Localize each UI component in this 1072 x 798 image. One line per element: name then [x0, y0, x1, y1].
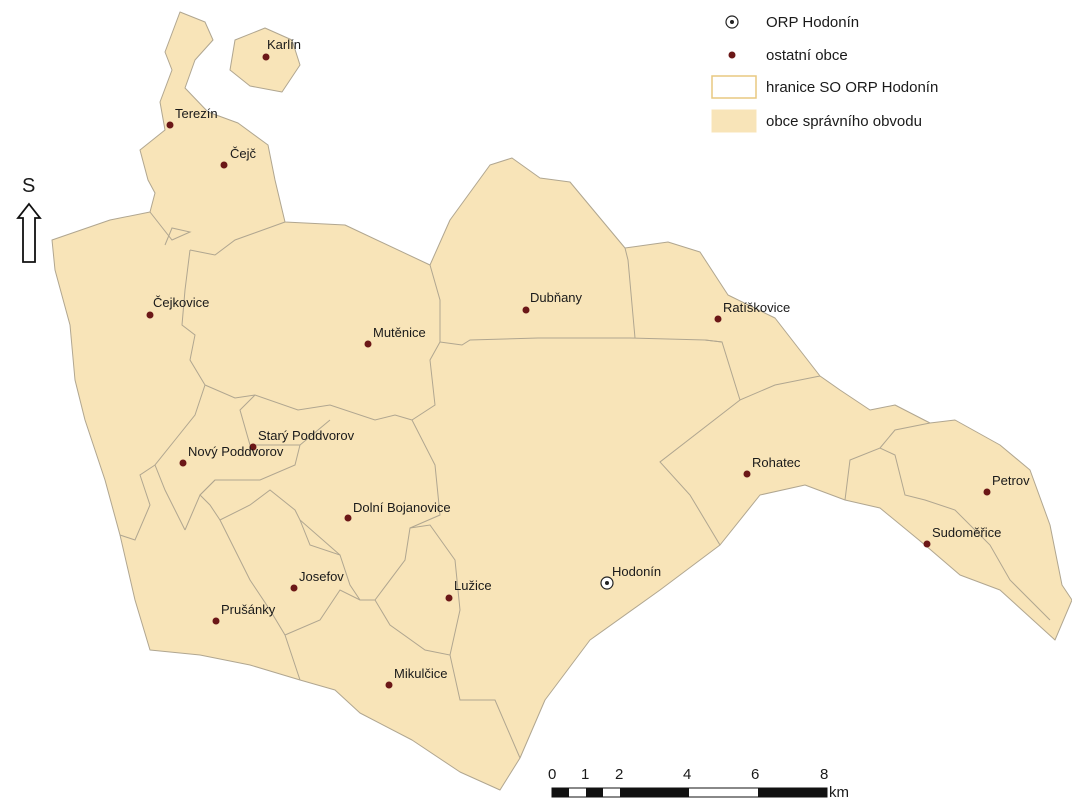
town-label: Starý Poddvorov [258, 428, 355, 443]
legend-boundary-swatch [711, 75, 757, 99]
town-label: Prušánky [221, 602, 276, 617]
legend-municipality-label: obce správního obvodu [766, 113, 922, 130]
town-dot-ratiskovice [714, 315, 722, 323]
town-dot-sudomerice [923, 540, 931, 548]
town-label: Terezín [175, 106, 218, 121]
north-arrow: S [16, 175, 42, 263]
scale-tick-label: 6 [751, 766, 759, 783]
municipal-borders [119, 211, 1051, 759]
town-dot-luzice [445, 594, 453, 602]
town-dot-stary-poddvorov [249, 443, 257, 451]
scale-tick-label: 8 [820, 766, 828, 783]
town-label: Ratíškovice [723, 300, 790, 315]
legend-boundary-label: hranice SO ORP Hodonín [766, 79, 938, 96]
legend-orp-icon [725, 15, 739, 29]
town-dot-dubnany [522, 306, 530, 314]
town-label: Rohatec [752, 455, 801, 470]
legend-other-icon [728, 51, 736, 59]
town-label: Mutěnice [373, 325, 426, 340]
town-label: Lužice [454, 578, 492, 593]
town-labels: Karlín Terezín Čejč Čejkovice Mutěnice D… [153, 37, 1030, 681]
legend: ORP Hodonín ostatní obce hranice SO ORP … [711, 14, 938, 133]
town-dot-mikulcice [385, 681, 393, 689]
north-label: S [22, 175, 35, 197]
town-label: Sudoměřice [932, 525, 1001, 540]
town-label: Josefov [299, 569, 344, 584]
town-dot-petrov [983, 488, 991, 496]
town-dot-dolni-bojanovice [344, 514, 352, 522]
town-label: Dubňany [530, 290, 583, 305]
town-dot-terezin [166, 121, 174, 129]
scale-tick-label: 1 [581, 766, 589, 783]
legend-orp-label: ORP Hodonín [766, 14, 859, 31]
town-dot-novy-poddvorov [179, 459, 187, 467]
town-dot-karlin [262, 53, 270, 61]
north-arrow-icon [16, 202, 42, 263]
town-dot-josefov [290, 584, 298, 592]
scale-tick-label: 0 [548, 766, 556, 783]
orp-hodonin-symbol [600, 576, 614, 590]
town-markers [146, 53, 991, 689]
town-dot-cejkovice [146, 311, 154, 319]
legend-municipality-swatch [711, 109, 757, 133]
scale-unit: km [829, 784, 849, 798]
town-dot-rohatec [743, 470, 751, 478]
town-label: Čejč [230, 146, 257, 161]
town-label: Mikulčice [394, 666, 447, 681]
town-label: Petrov [992, 473, 1030, 488]
scale-bar: 0 1 2 4 6 8 km [548, 766, 849, 798]
town-label: Karlín [267, 37, 301, 52]
legend-other-label: ostatní obce [766, 47, 848, 64]
scale-tick-label: 4 [683, 766, 691, 783]
town-dot-cejc [220, 161, 228, 169]
scale-tick-label: 2 [615, 766, 623, 783]
town-label: Dolní Bojanovice [353, 500, 451, 515]
town-label-hodonin: Hodonín [612, 564, 661, 579]
town-label: Čejkovice [153, 295, 209, 310]
town-dot-prusanky [212, 617, 220, 625]
town-label: Nový Poddvorov [188, 444, 284, 459]
town-dot-mutenice [364, 340, 372, 348]
